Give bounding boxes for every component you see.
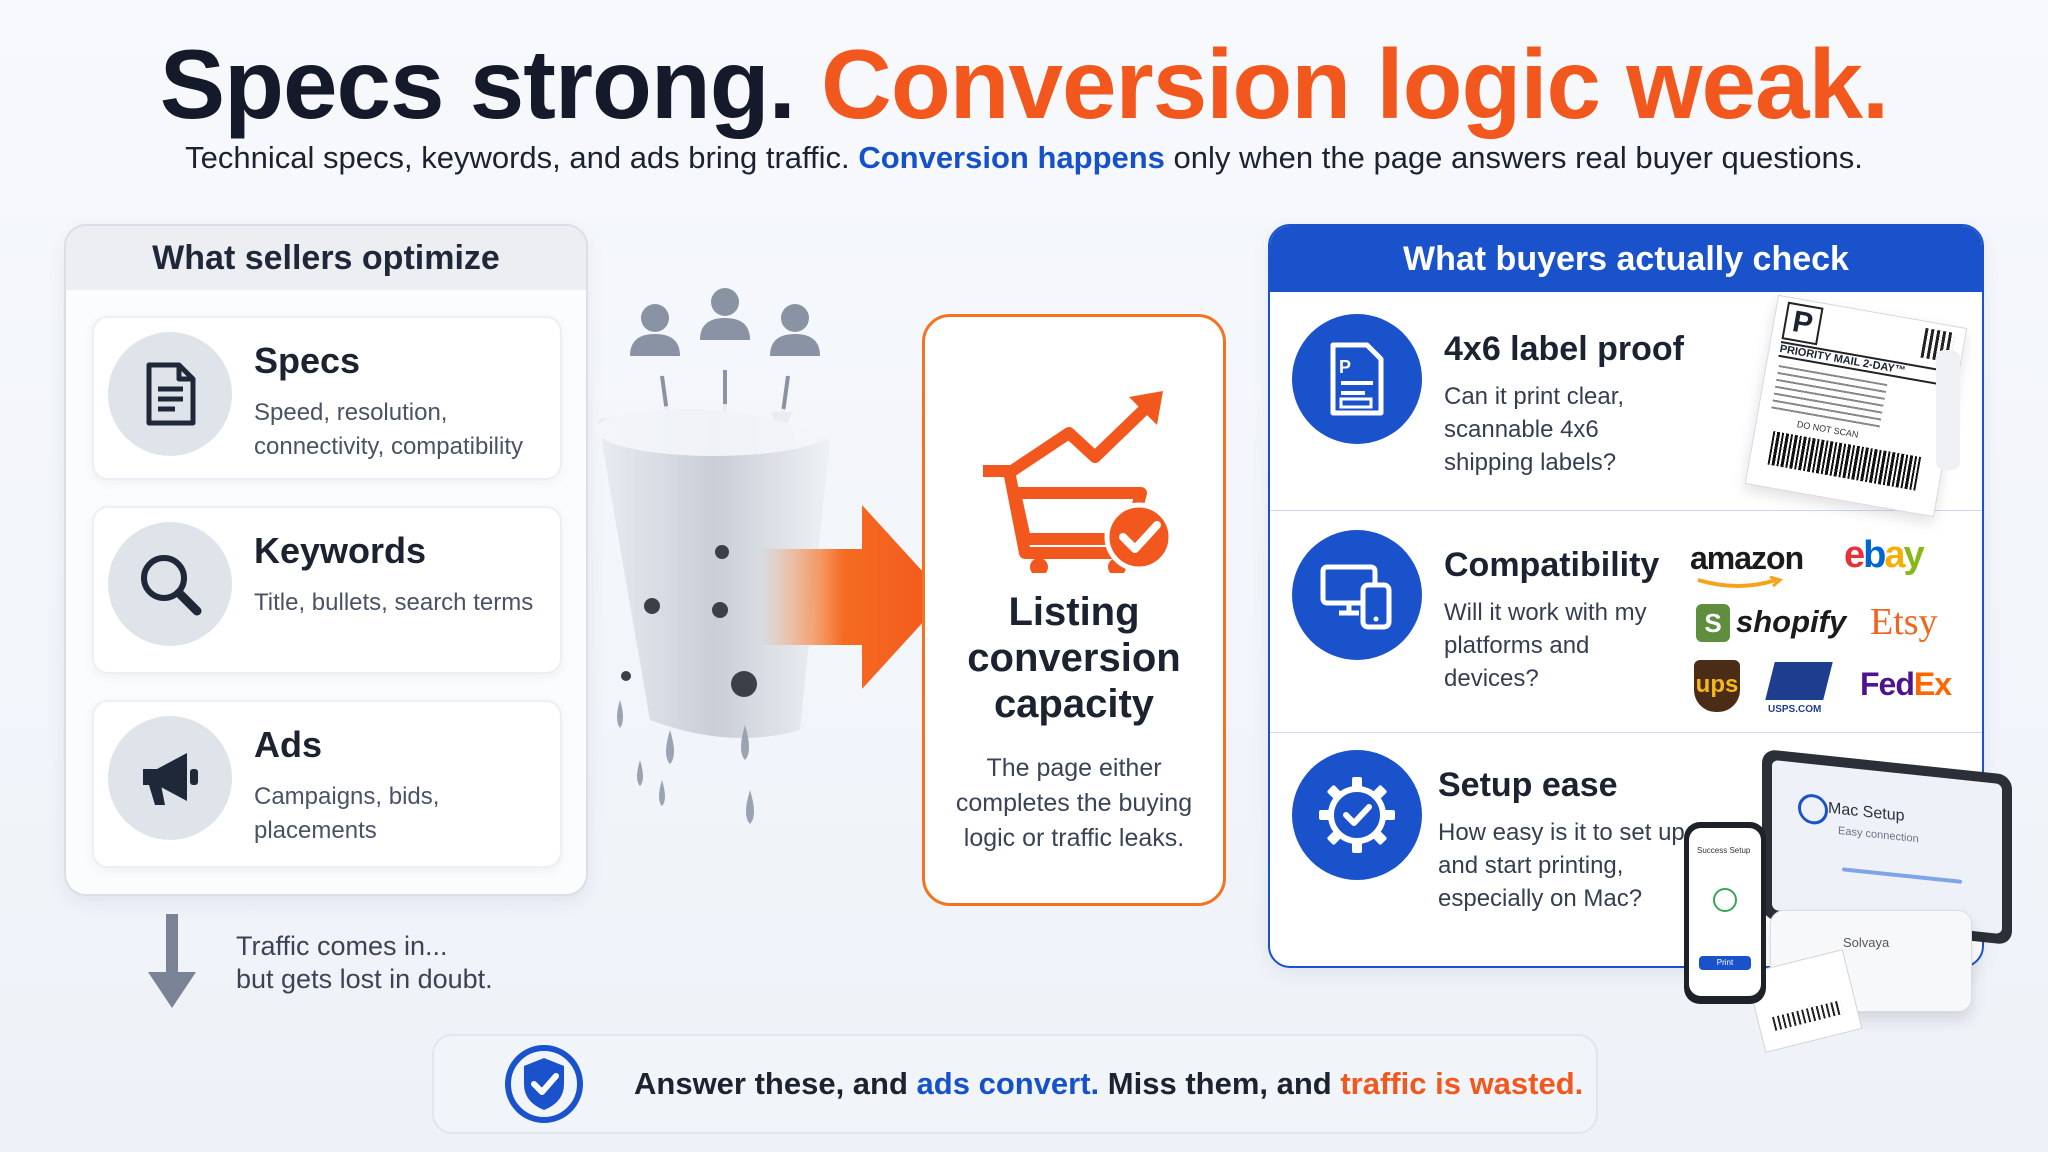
gear-check-icon (1292, 750, 1422, 880)
success-check-icon (1713, 888, 1737, 912)
row-title: Setup ease (1438, 766, 1618, 804)
banner-text: Answer these, and ads convert. Miss them… (634, 1036, 1583, 1132)
row-title: 4x6 label proof (1444, 330, 1684, 368)
banner-part1: Answer these, and (634, 1066, 908, 1101)
banner-highlight2: traffic is wasted. (1340, 1066, 1584, 1101)
card-title: Ads (254, 724, 323, 765)
megaphone-icon (108, 716, 232, 840)
traffic-line1: Traffic comes in... (236, 931, 448, 961)
shield-check-icon (505, 1045, 583, 1123)
buyer-row-setup: Setup ease How easy is it to set up and … (1270, 732, 1982, 966)
usps-eagle-icon (1765, 662, 1833, 700)
cart-growth-icon (983, 391, 1174, 573)
traffic-note: Traffic comes in... but gets lost in dou… (236, 930, 493, 996)
banner-part2: Miss them, and (1107, 1066, 1332, 1101)
center-title-line: capacity (993, 682, 1155, 726)
people-icon (630, 288, 820, 356)
subtitle-part2: only when the page answers real buyer qu… (1173, 140, 1863, 175)
phone-print-button[interactable]: Print (1699, 956, 1751, 970)
laptop-title: Mac Setup (1828, 799, 1905, 825)
card-desc: Speed, resolution, connectivity, compati… (254, 399, 523, 460)
title-part2: Conversion logic weak. (821, 29, 1889, 139)
seller-card-keywords: Keywords Title, bullets, search terms (92, 506, 562, 674)
row-desc: How easy is it to set up and start print… (1438, 819, 1685, 912)
subtitle-part1: Technical specs, keywords, and ads bring… (185, 140, 850, 175)
buyer-row-label-proof: P 4x6 label proof Can it print clear, sc… (1270, 292, 1982, 518)
document-icon (108, 332, 232, 456)
seller-card-ads: Ads Campaigns, bids, placements (92, 700, 562, 868)
ebay-logo: ebay (1844, 534, 1925, 576)
buyer-row-compatibility: Compatibility Will it work with my platf… (1270, 510, 1982, 733)
banner-highlight1: ads convert. (916, 1066, 1100, 1101)
bottom-banner: Answer these, and ads convert. Miss them… (432, 1034, 1598, 1134)
title-part1: Specs strong. (159, 29, 796, 139)
ups-logo: ups (1694, 660, 1740, 712)
setup-devices-image: Mac Setup Easy connection Solvaya Succes… (1650, 748, 2020, 1053)
center-title-line: Listing (1008, 590, 1140, 634)
leaking-bucket-illustration (596, 288, 832, 824)
shopify-logo: shopify (1736, 604, 1847, 639)
svg-text:P: P (1339, 357, 1351, 377)
amazon-logo: amazon (1690, 540, 1804, 576)
shipping-label-image: P PRIORITY MAIL 2-DAY™ DO NOT SCAN (1700, 294, 1968, 518)
label-document-icon: P (1292, 314, 1422, 444)
page-title: Specs strong. Conversion logic weak. (0, 28, 2048, 141)
card-title: Specs (254, 340, 361, 381)
buyers-panel: What buyers actually check P 4x6 label p… (1268, 224, 1984, 968)
traffic-line2: but gets lost in doubt. (236, 964, 493, 994)
row-desc: Can it print clear, scannable 4x6 shippi… (1444, 383, 1625, 476)
conversion-capacity-card: Listing conversion capacity The page eit… (922, 314, 1226, 906)
usps-logo: USPS.COM (1768, 704, 1822, 715)
shopify-bag-icon: S (1696, 604, 1730, 642)
phone-title: Success Setup (1697, 846, 1751, 855)
label-badge: P (1781, 301, 1824, 346)
card-desc: Title, bullets, search terms (254, 589, 534, 616)
orange-arrow-icon (760, 505, 946, 689)
amazon-smile-icon (1697, 576, 1784, 588)
row-desc: Will it work with my platforms and devic… (1444, 599, 1647, 692)
center-desc: The page either completes the buying log… (955, 754, 1193, 852)
check-icon (1798, 792, 1828, 826)
sellers-heading: What sellers optimize (66, 226, 586, 290)
etsy-logo: Etsy (1870, 601, 1938, 643)
center-title: Listing conversion capacity (925, 589, 1223, 727)
row-title: Compatibility (1444, 546, 1660, 584)
devices-icon (1292, 530, 1422, 660)
center-title-line: conversion (967, 636, 1181, 680)
card-desc: Campaigns, bids, placements (254, 783, 440, 844)
page-subtitle: Technical specs, keywords, and ads bring… (0, 140, 2048, 176)
subtitle-highlight: Conversion happens (858, 140, 1165, 175)
fedex-logo: FedEx (1860, 666, 1952, 702)
laptop-subtitle: Easy connection (1838, 824, 1919, 846)
down-arrow-icon (148, 914, 196, 1008)
buyers-heading: What buyers actually check (1270, 226, 1982, 292)
seller-card-specs: Specs Speed, resolution, connectivity, c… (92, 316, 562, 480)
printer-brand: Solvaya (1843, 935, 1890, 950)
magnifier-icon (108, 522, 232, 646)
sellers-panel: What sellers optimize Specs Speed, resol… (64, 224, 588, 896)
card-title: Keywords (254, 530, 427, 571)
